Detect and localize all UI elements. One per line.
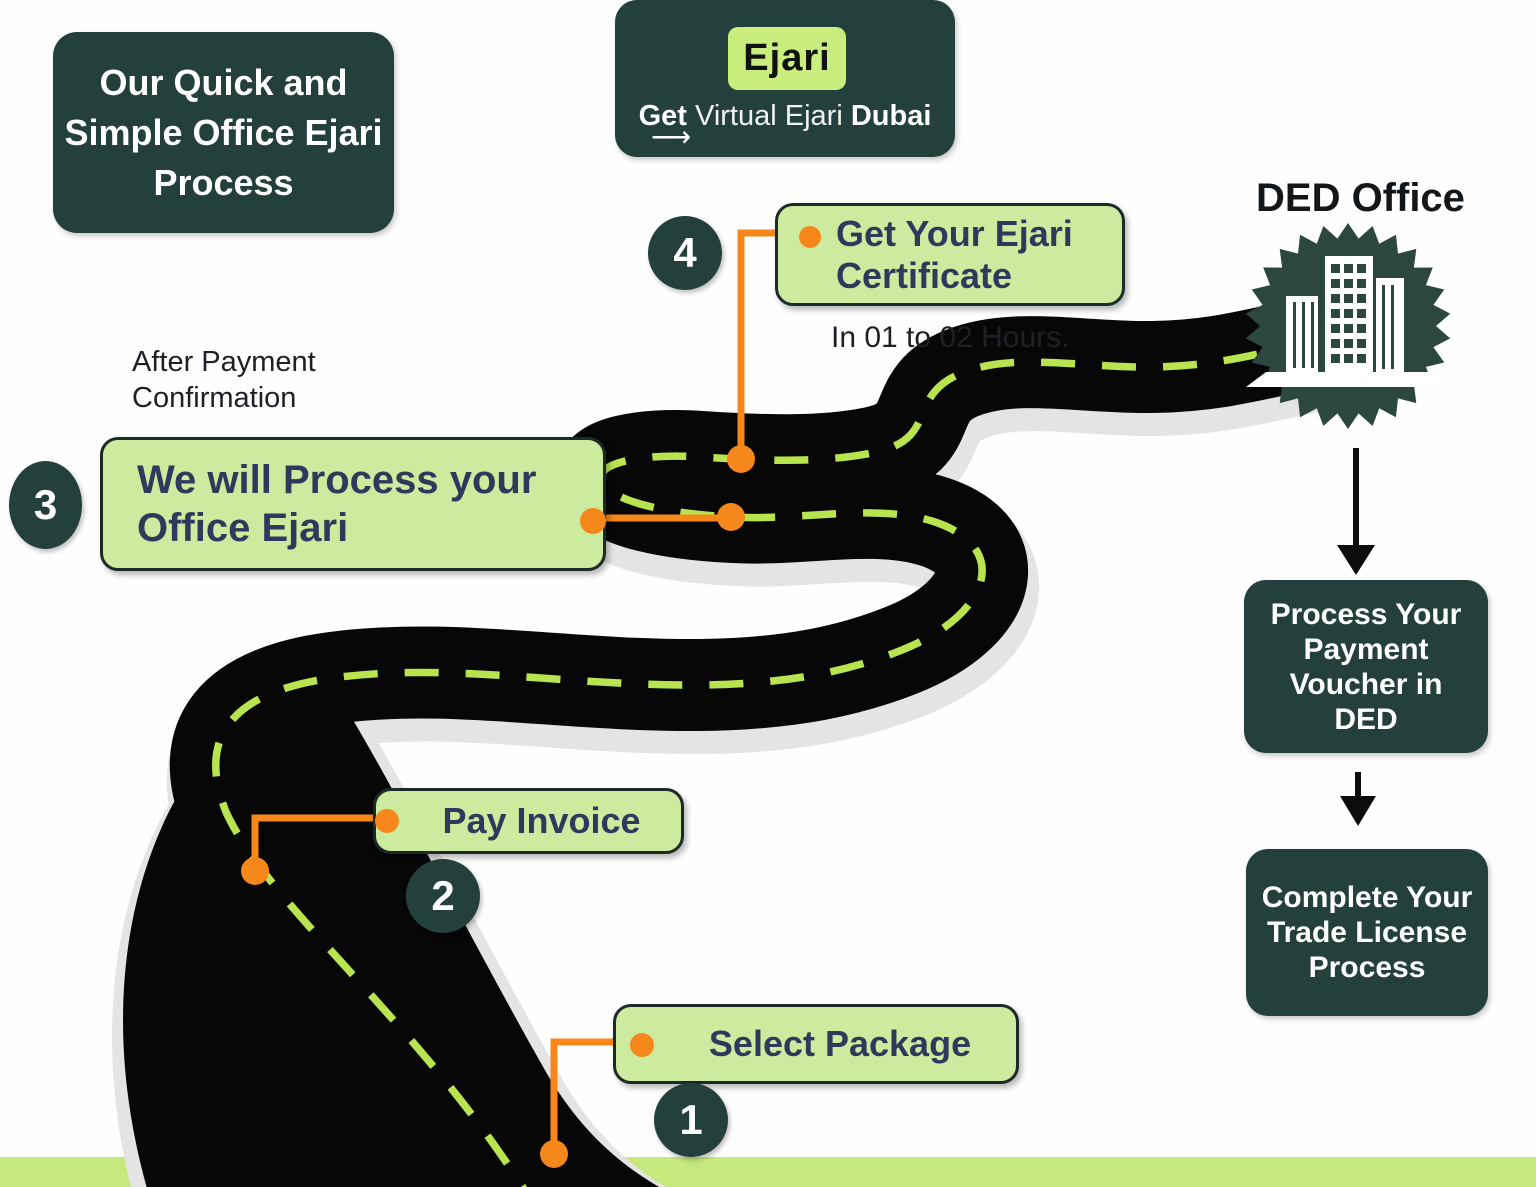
flow-box-label: Complete Your Trade License Process: [1261, 881, 1473, 984]
tagline-get: Get: [638, 100, 687, 132]
step-label: Pay Invoice: [442, 800, 641, 841]
step-box-select-package: Select Package: [613, 1004, 1019, 1084]
ded-office-label: DED Office: [1256, 176, 1465, 220]
note-after-payment: After Payment Confirmation: [132, 346, 316, 414]
step-bullet-dot: [799, 226, 821, 248]
page-title: Our Quick and Simple Office Ejari Proces…: [64, 61, 383, 203]
step-number-4: 4: [648, 216, 722, 290]
flow-box-trade-license: Complete Your Trade License Process: [1246, 849, 1488, 1016]
step-number-2: 2: [406, 859, 480, 933]
step-bullet-dot: [580, 508, 606, 534]
step-label: Get Your Ejari Certificate: [836, 212, 1073, 296]
title-box: Our Quick and Simple Office Ejari Proces…: [53, 32, 394, 233]
step-box-pay-invoice: Pay Invoice: [373, 788, 684, 854]
step-bullet-dot: [375, 809, 399, 833]
flow-box-payment-voucher: Process Your Payment Voucher in DED: [1244, 580, 1488, 753]
down-arrow-icon: [1337, 448, 1375, 575]
tagline-dubai: Dubai: [850, 100, 932, 132]
step-box-get-certificate: Get Your Ejari Certificate: [775, 203, 1125, 306]
step-number-1: 1: [654, 1083, 728, 1157]
flow-box-label: Process Your Payment Voucher in DED: [1270, 597, 1462, 736]
tagline-middle: Virtual Ejari: [686, 100, 851, 132]
step-bullet-dot: [630, 1033, 654, 1057]
brand-tagline: Get Virtual Ejari Dubai: [615, 100, 955, 133]
brand-logo-card: Ejari Get Virtual Ejari Dubai ⟶: [615, 0, 955, 157]
step-box-process-ejari: We will Process your Office Ejari: [100, 437, 606, 571]
step-label: Select Package: [708, 1023, 972, 1064]
road-center-dashes: [212, 334, 1333, 1187]
ejari-logo-text: Ejari: [743, 37, 831, 79]
step-label: We will Process your Office Ejari: [137, 458, 537, 550]
down-arrow-icon-2: [1340, 772, 1376, 826]
ejari-logo-badge: Ejari: [728, 27, 846, 90]
ded-office-seal-icon: [1245, 223, 1451, 429]
step-number-3: 3: [9, 461, 82, 549]
right-arrow-icon: ⟶: [651, 121, 692, 152]
note-hours: In 01 to 02 Hours.: [831, 321, 1070, 354]
